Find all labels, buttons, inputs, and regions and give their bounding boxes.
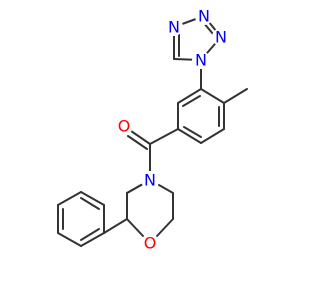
bond-aryl-double (182, 95, 201, 107)
atom-o-morpholine: O (141, 234, 159, 253)
atom-o-carbonyl: O (115, 117, 133, 136)
atom-n-tetrazole-2: N (212, 28, 230, 47)
bond-morpholine (156, 218, 174, 237)
bond-phenyl (80, 232, 105, 247)
bond-aryl-double (183, 126, 202, 138)
bond-aryl (177, 88, 202, 104)
bond-phenyl-double (80, 228, 100, 241)
bond-morpholine-left (126, 184, 142, 194)
svg-text:O: O (118, 117, 131, 136)
bond-phenyl (57, 232, 82, 247)
svg-text:N: N (144, 171, 156, 190)
bond-phenyl (80, 191, 105, 206)
bond-methyl (223, 88, 248, 104)
bond-aryl (177, 128, 202, 144)
bond-carbonyl-o-double (127, 135, 148, 150)
bond-carbonyl-o (130, 130, 151, 145)
svg-text:N: N (168, 18, 180, 37)
atom-n-morpholine: N (141, 171, 159, 190)
bond-morpholine (158, 184, 174, 194)
atom-n-tetrazole-3: N (195, 7, 213, 26)
svg-text:N: N (195, 51, 207, 70)
bond-layer (57, 15, 248, 247)
bond-phenyl-double (80, 197, 100, 210)
bond-morpholine-phenyl (103, 218, 128, 234)
atom-label-layer: N N N N O N O (115, 7, 230, 253)
bond-aryl-carbonyl (149, 128, 179, 145)
bond-aryl (200, 128, 225, 144)
bond-aryl (200, 88, 225, 104)
atom-n-tetrazole-1: N (192, 51, 210, 70)
bond-morpholine (126, 218, 144, 237)
atom-n-tetrazole-4: N (165, 18, 183, 37)
svg-text:N: N (215, 28, 227, 47)
molecule-structure-diagram: N N N N O N O (57, 7, 248, 253)
svg-text:O: O (144, 234, 157, 253)
svg-text:N: N (198, 7, 210, 26)
bond-phenyl (57, 191, 82, 206)
